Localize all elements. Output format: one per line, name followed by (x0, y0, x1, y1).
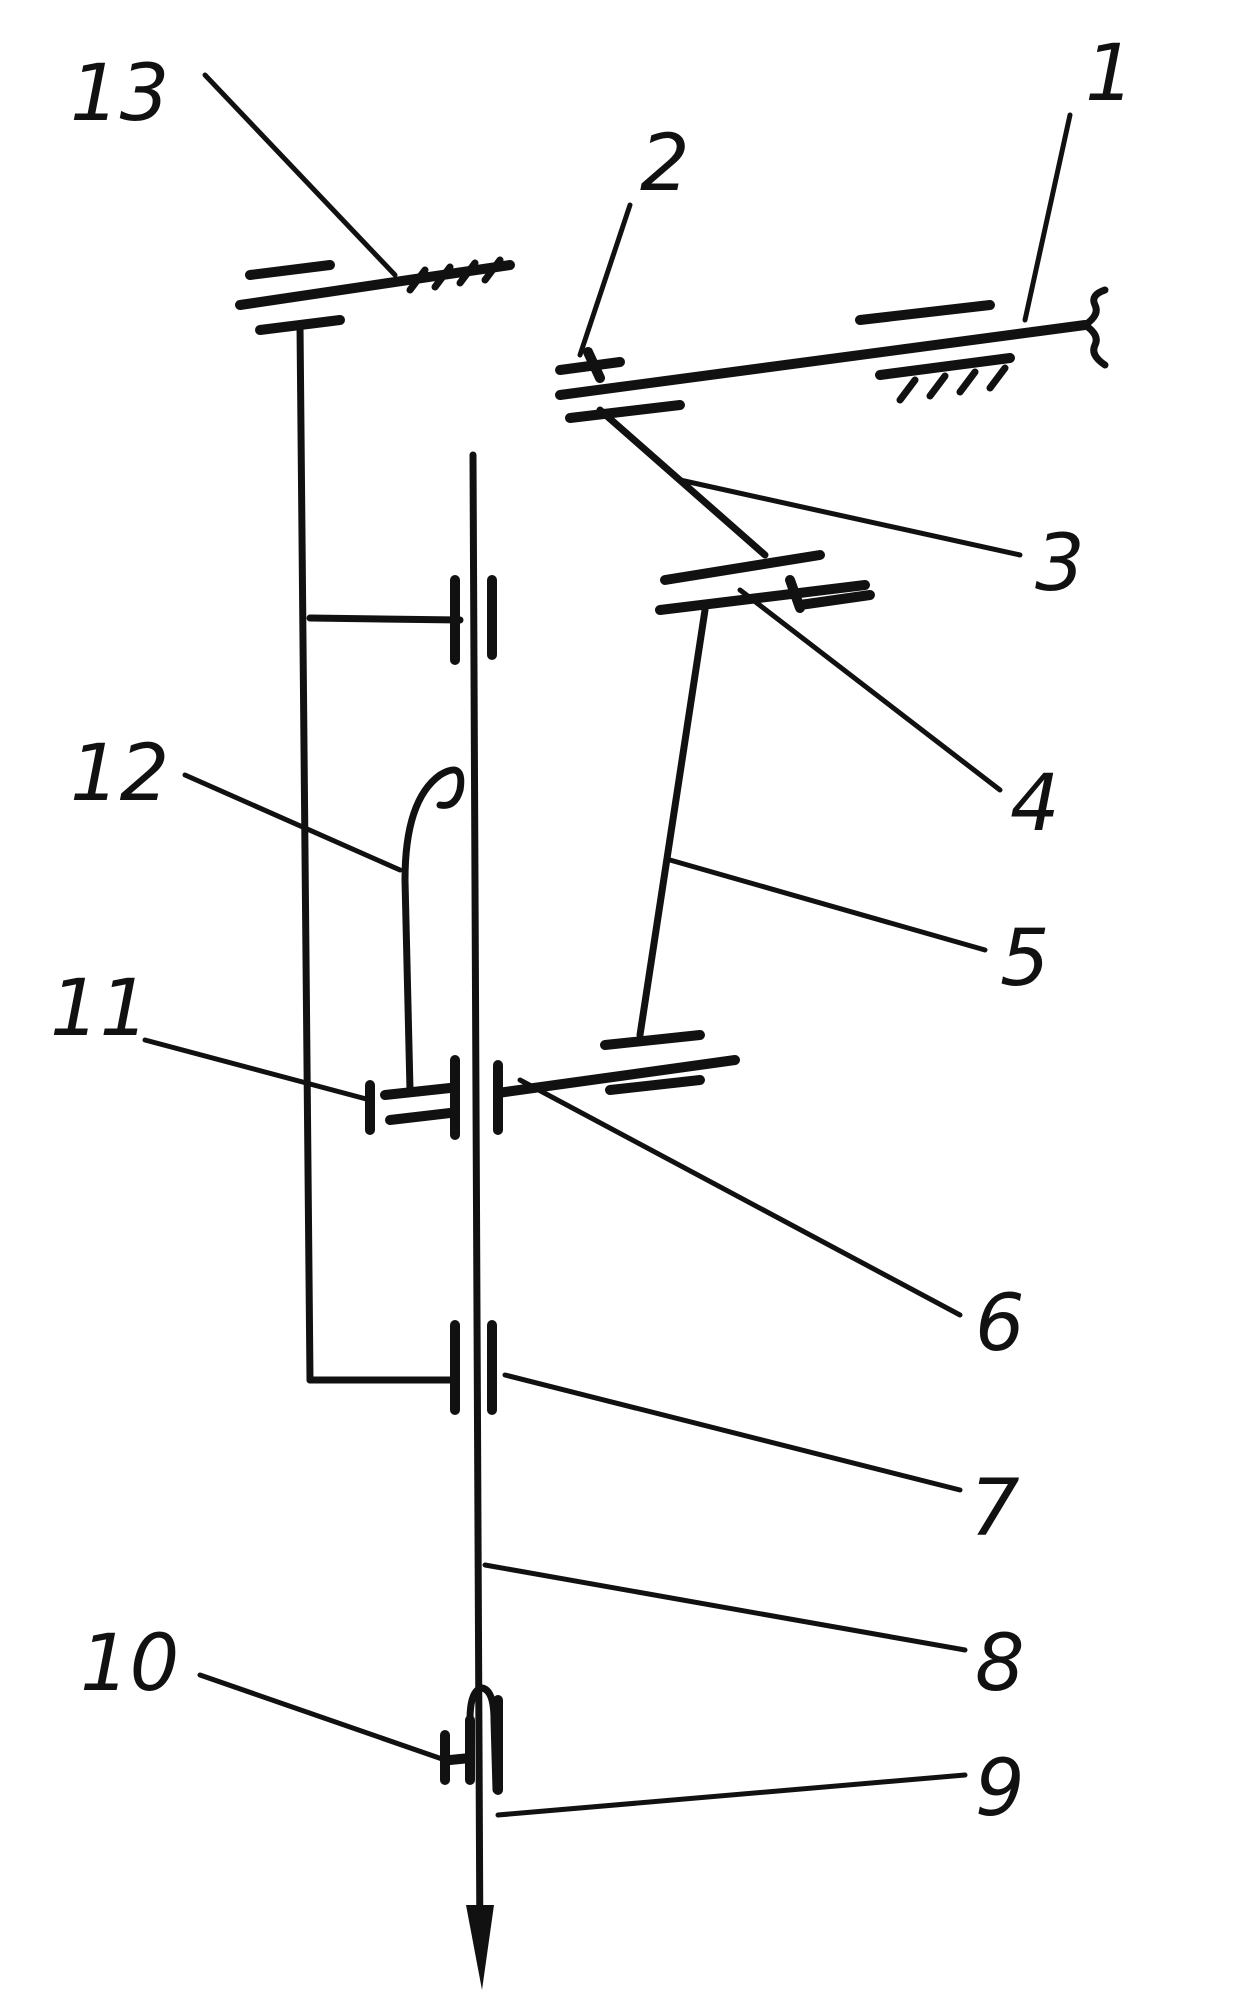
label-13: 13 (70, 49, 169, 139)
shaft-1 (555, 320, 1090, 400)
support-13 (235, 256, 515, 335)
label-8: 8 (975, 1619, 1025, 1709)
leader-lines (142, 72, 1073, 1818)
label-2: 2 (640, 119, 690, 209)
label-12: 12 (70, 729, 169, 819)
shaft-8 (466, 451, 494, 1990)
arrow-head-icon (466, 1905, 494, 1990)
joint-10 (440, 1684, 503, 1795)
spring-12 (401, 766, 465, 1094)
label-7: 7 (970, 1464, 1020, 1554)
label-6: 6 (975, 1279, 1025, 1369)
label-1: 1 (1085, 29, 1135, 119)
joint-11 (365, 1055, 460, 1140)
link-5 (636, 606, 709, 1039)
label-10: 10 (80, 1619, 179, 1709)
label-11: 11 (50, 964, 149, 1054)
label-5: 5 (1000, 914, 1050, 1004)
label-3: 3 (1035, 519, 1085, 609)
joint-4 (655, 550, 875, 615)
labels: 1 2 3 4 5 6 7 8 9 10 11 12 13 (50, 29, 1135, 1834)
joint-2 (555, 347, 685, 423)
label-9: 9 (975, 1744, 1025, 1834)
joint-6 (493, 1030, 740, 1135)
label-4: 4 (1010, 759, 1060, 849)
frame-bracket (296, 321, 497, 1415)
support-1 (855, 286, 1109, 404)
